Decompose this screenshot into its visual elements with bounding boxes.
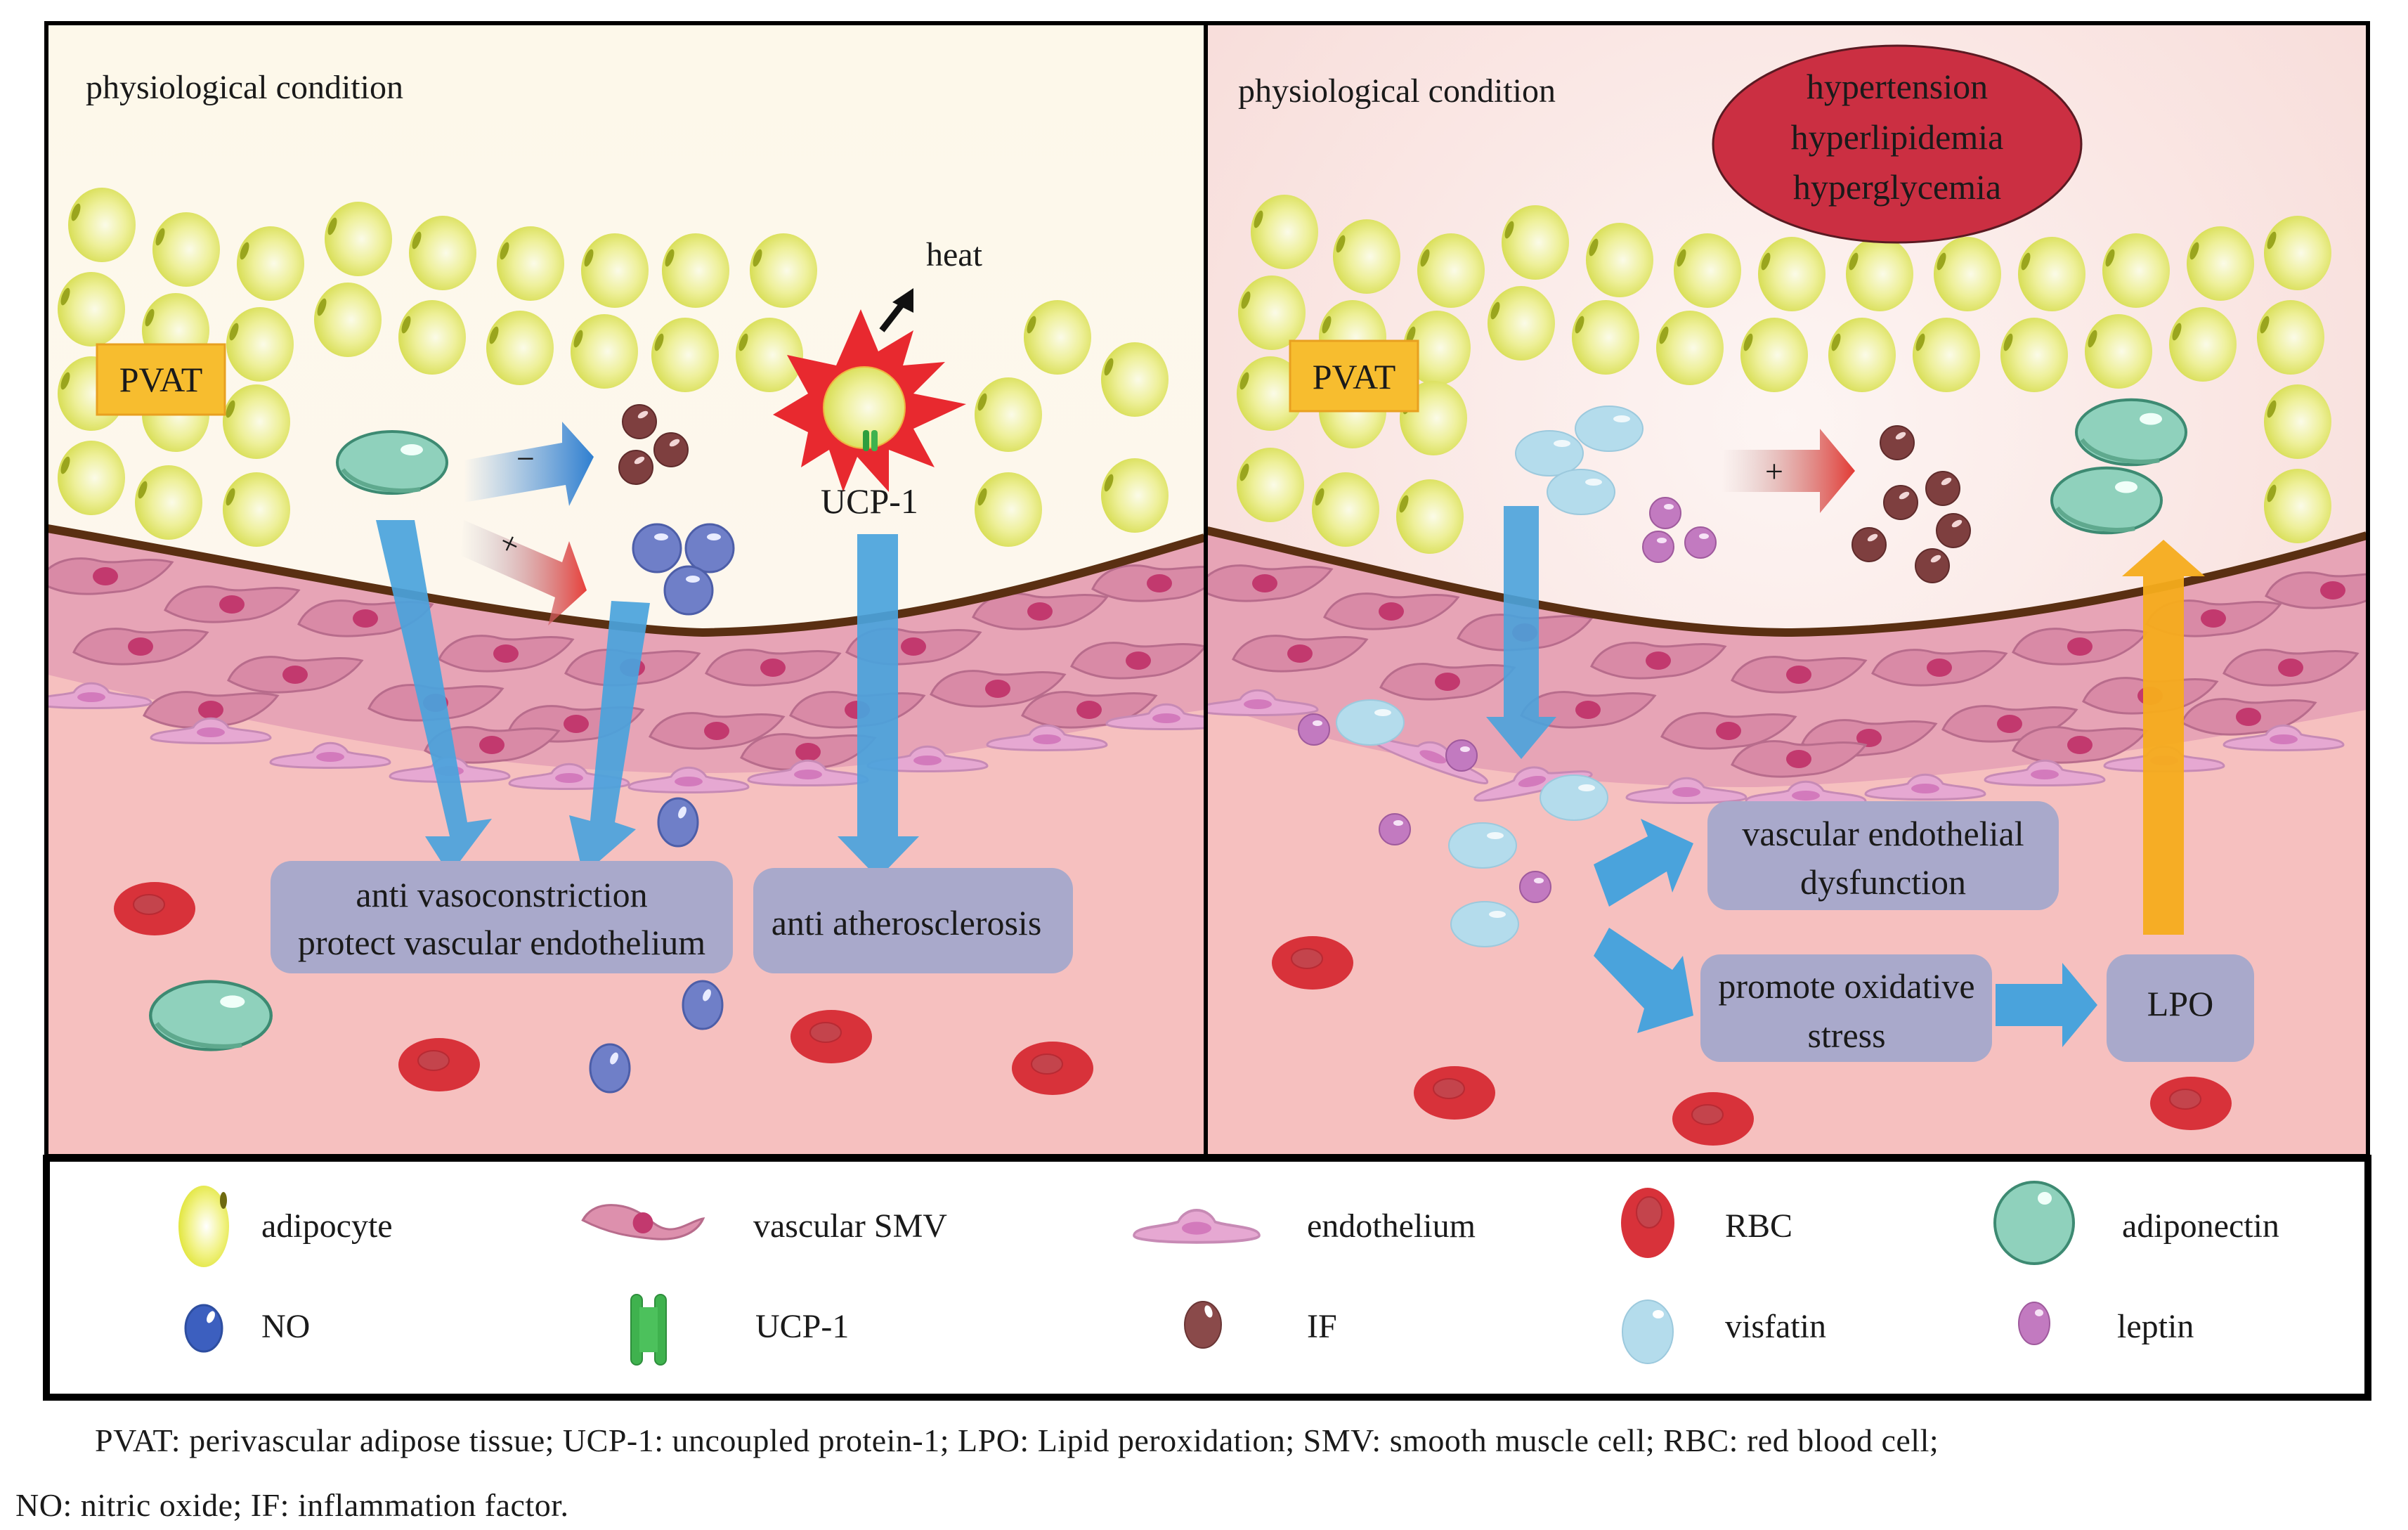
right-outcome-box-oxidative-stress: promote oxidative stress	[1700, 954, 1992, 1062]
right-panel: hypertension hyperlipidemia hyperglycemi…	[1207, 25, 2367, 1155]
svg-text:anti vasoconstriction: anti vasoconstriction	[356, 875, 647, 914]
right-adventitia-boundary	[1207, 526, 2367, 637]
svg-text:adiponectin: adiponectin	[2122, 1207, 2279, 1245]
svg-text:adipocyte: adipocyte	[261, 1207, 393, 1245]
legend-item-adiponectin: adiponectin	[1993, 1181, 2279, 1265]
left-blue-arrows	[376, 520, 919, 879]
svg-text:hypertension: hypertension	[1807, 67, 1988, 106]
left-outcome-box-anti-atherosclerosis: anti atherosclerosis	[753, 868, 1073, 973]
red-blood-cell-icon	[1621, 1188, 1674, 1258]
legend-item-endothelium: endothelium	[1133, 1207, 1476, 1245]
legend-item-visfatin: visfatin	[1622, 1299, 1826, 1364]
legend-item-rbc: RBC	[1621, 1188, 1792, 1258]
heat-arrow-icon	[879, 288, 913, 332]
svg-text:vascular SMV: vascular SMV	[753, 1207, 947, 1245]
ucp1-protein-icon	[630, 1294, 667, 1366]
svg-text:endothelium: endothelium	[1307, 1207, 1476, 1245]
arrow-to-oxidative-stress	[1594, 928, 1693, 1033]
left-pvat-badge: PVAT	[96, 343, 226, 416]
figure-caption-line-2: NO: nitric oxide; IF: inflammation facto…	[15, 1487, 569, 1523]
stimulation-arrow: +	[460, 520, 587, 625]
legend-item-leptin: leptin	[2018, 1302, 2194, 1345]
right-pvat-badge: PVAT	[1289, 339, 1419, 413]
legend-item-if: IF	[1184, 1301, 1337, 1349]
svg-text:dysfunction: dysfunction	[1800, 862, 1966, 902]
legend: adipocyte vascular SMV endothelium RBC	[43, 1155, 2371, 1401]
left-condition-label: physiological condition	[86, 69, 403, 106]
svg-text:hyperlipidemia: hyperlipidemia	[1791, 117, 2004, 157]
lpo-feedback-arrow	[2122, 540, 2205, 935]
right-condition-label: physiological condition	[1238, 72, 1556, 110]
svg-text:leptin: leptin	[2117, 1308, 2194, 1345]
risk-factor-ellipse: hypertension hyperlipidemia hyperglycemi…	[1712, 44, 2083, 244]
left-panel: heat UCP-1 PVAT − +	[48, 25, 1204, 1155]
legend-item-no: NO	[184, 1304, 310, 1353]
svg-text:RBC: RBC	[1725, 1207, 1792, 1245]
svg-text:visfatin: visfatin	[1725, 1308, 1826, 1345]
ucp1-label: UCP-1	[821, 481, 918, 521]
endothelium-icon	[1133, 1208, 1261, 1244]
svg-text:anti atherosclerosis: anti atherosclerosis	[772, 903, 1042, 942]
left-adiponectin	[337, 432, 447, 493]
svg-text:NO: NO	[261, 1308, 310, 1345]
legend-item-vascular-smv: vascular SMV	[581, 1204, 947, 1245]
svg-text:promote oxidative: promote oxidative	[1718, 966, 1974, 1006]
arrow-to-lpo	[1996, 963, 2097, 1047]
svg-text:vascular endothelial: vascular endothelial	[1742, 814, 2024, 853]
right-outcome-box-endothelial-dysfunction: vascular endothelial dysfunction	[1707, 801, 2059, 910]
adiponectin-effect-arrow	[376, 520, 492, 875]
adipocyte-icon	[178, 1186, 229, 1267]
inflammation-factor-icon	[1184, 1301, 1222, 1349]
right-stimulation-arrow: +	[1722, 429, 1855, 513]
legend-item-adipocyte: adipocyte	[178, 1186, 393, 1267]
ucp1-effect-arrow	[838, 534, 919, 879]
legend-item-ucp1: UCP-1	[630, 1294, 849, 1366]
arrow-to-endothelial-dysfunction	[1594, 819, 1693, 907]
vascular-smooth-muscle-cell-icon	[581, 1204, 705, 1240]
nitric-oxide-icon	[184, 1304, 223, 1353]
svg-text:protect vascular endothelium: protect vascular endothelium	[298, 923, 705, 962]
left-blood-adiponectin	[150, 982, 271, 1050]
right-outcome-box-lpo: LPO	[2107, 954, 2254, 1062]
right-visfatin-effect-arrow	[1486, 506, 1556, 759]
svg-text:stress: stress	[1807, 1016, 1885, 1055]
heat-label: heat	[926, 236, 983, 273]
no-effect-arrow	[569, 601, 650, 875]
visfatin-icon	[1622, 1299, 1674, 1364]
svg-text:LPO: LPO	[2147, 984, 2213, 1023]
left-outcome-box-vascular-protection: anti vasoconstriction protect vascular e…	[271, 861, 733, 973]
right-plus-sign: +	[1765, 453, 1783, 489]
inhibition-arrow: −	[464, 422, 594, 506]
right-pvat-label: PVAT	[1313, 357, 1396, 396]
svg-text:IF: IF	[1307, 1308, 1337, 1345]
svg-text:hyperglycemia: hyperglycemia	[1793, 167, 2001, 207]
minus-sign: −	[516, 441, 535, 476]
adiponectin-icon	[1993, 1181, 2075, 1265]
left-pvat-label: PVAT	[119, 360, 203, 399]
left-adventitia-boundary	[48, 524, 1204, 637]
ucp1-channel-icon	[863, 430, 878, 451]
leptin-icon	[2018, 1302, 2050, 1345]
svg-text:UCP-1: UCP-1	[755, 1308, 849, 1345]
figure-caption-line-1: PVAT: perivascular adipose tissue; UCP-1…	[95, 1422, 1939, 1458]
thermogenic-adipocyte	[773, 309, 966, 492]
